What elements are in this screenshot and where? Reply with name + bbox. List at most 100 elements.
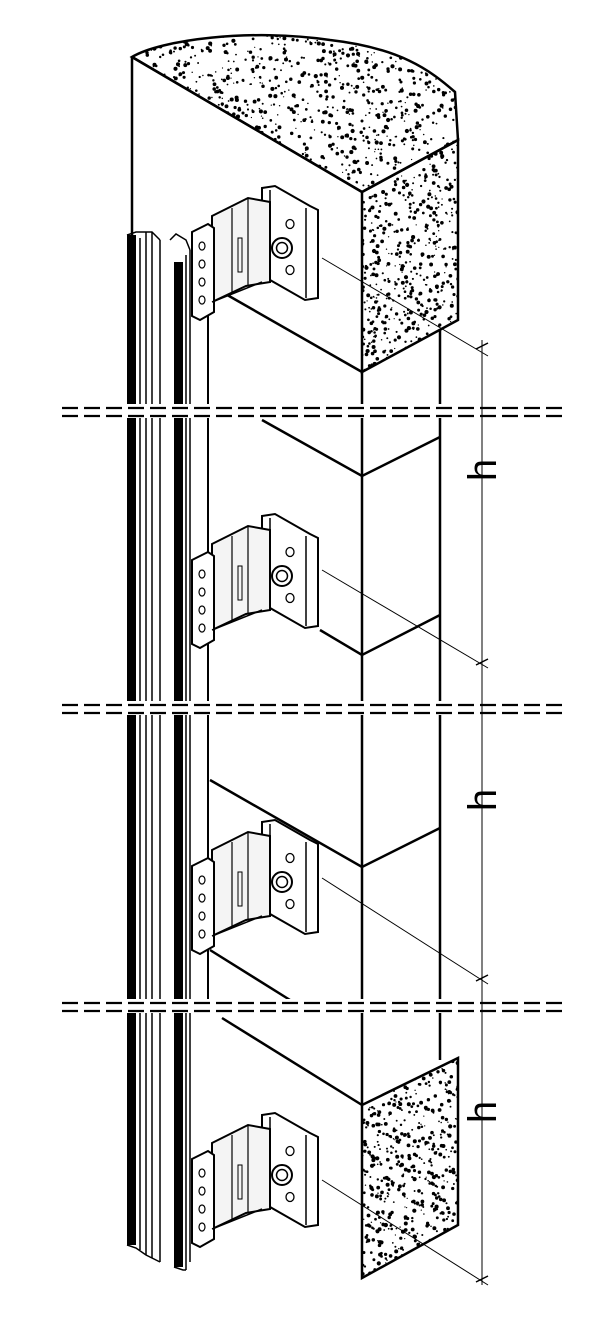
concrete-speck [194, 194, 195, 195]
concrete-speck [272, 167, 277, 172]
concrete-speck [428, 1182, 431, 1185]
concrete-speck [325, 95, 329, 99]
concrete-speck [377, 307, 382, 312]
concrete-speck [413, 320, 417, 324]
concrete-speck [408, 156, 412, 160]
concrete-speck [374, 1080, 380, 1085]
concrete-speck [366, 1206, 370, 1209]
concrete-speck [411, 1273, 414, 1277]
concrete-speck [450, 47, 454, 51]
concrete-speck [236, 122, 239, 124]
concrete-speck [452, 66, 455, 70]
concrete-speck [232, 112, 236, 116]
concrete-speck [448, 157, 452, 161]
concrete-speck [431, 164, 436, 169]
concrete-speck [234, 138, 238, 142]
concrete-speck [404, 101, 406, 104]
concrete-speck [142, 156, 144, 159]
concrete-speck [451, 189, 456, 192]
concrete-speck [435, 213, 438, 217]
concrete-speck [239, 171, 242, 174]
concrete-speck [290, 164, 293, 167]
wall-bracket [191, 818, 319, 956]
concrete-speck [413, 144, 415, 147]
concrete-speck [370, 1193, 374, 1197]
concrete-speck [433, 274, 437, 279]
concrete-speck [433, 254, 436, 256]
concrete-speck [399, 1097, 403, 1101]
concrete-speck [224, 173, 228, 177]
concrete-speck [251, 70, 255, 74]
concrete-speck [455, 362, 458, 367]
vertical-rails [126, 231, 209, 1271]
concrete-speck [450, 1100, 452, 1102]
concrete-speck [374, 334, 377, 338]
concrete-speck [283, 166, 287, 170]
concrete-speck [171, 155, 176, 160]
concrete-speck [421, 35, 425, 39]
concrete-speck [431, 1109, 435, 1113]
concrete-speck [362, 81, 365, 84]
concrete-speck [371, 161, 374, 165]
concrete-speck [374, 138, 376, 141]
concrete-speck [430, 1130, 434, 1135]
concrete-speck [198, 75, 201, 79]
concrete-speck [370, 1221, 373, 1224]
concrete-speck [195, 89, 198, 92]
concrete-speck [403, 296, 407, 300]
concrete-speck [428, 1148, 431, 1151]
concrete-speck [328, 185, 333, 190]
concrete-speck [433, 315, 437, 319]
concrete-speck [383, 278, 387, 282]
concrete-speck [370, 180, 375, 185]
concrete-speck [421, 1233, 424, 1237]
concrete-speck [446, 1181, 449, 1183]
concrete-speck [217, 191, 219, 192]
concrete-speck [445, 41, 449, 45]
concrete-speck [436, 1208, 439, 1211]
concrete-speck [374, 148, 377, 150]
concrete-speck [404, 128, 409, 134]
concrete-speck [181, 146, 185, 150]
concrete-speck [448, 1242, 452, 1246]
concrete-speck [422, 278, 426, 282]
concrete-speck [369, 1106, 371, 1109]
concrete-speck [370, 75, 374, 79]
concrete-speck [406, 53, 409, 57]
concrete-speck [389, 373, 392, 376]
concrete-speck [231, 38, 236, 43]
concrete-speck [443, 149, 448, 154]
concrete-speck [402, 287, 405, 290]
concrete-speck [386, 337, 389, 340]
concrete-speck [242, 144, 245, 146]
concrete-speck [146, 71, 148, 74]
concrete-speck [384, 1068, 387, 1071]
concrete-speck [445, 1090, 449, 1094]
concrete-speck [421, 199, 426, 204]
concrete-speck [210, 153, 215, 157]
concrete-speck [431, 1147, 435, 1151]
concrete-speck [201, 189, 204, 192]
concrete-speck [373, 189, 377, 192]
concrete-speck [404, 108, 409, 113]
concrete-speck [178, 191, 181, 192]
concrete-speck [397, 294, 401, 298]
concrete-speck [403, 313, 407, 317]
concrete-speck [323, 79, 328, 84]
concrete-speck [362, 285, 365, 289]
concrete-speck [369, 321, 374, 326]
concrete-speck [428, 1072, 433, 1077]
concrete-speck [441, 1174, 445, 1178]
concrete-speck [400, 111, 404, 115]
concrete-speck [412, 1139, 417, 1144]
concrete-speck [450, 1150, 453, 1153]
concrete-speck [406, 96, 409, 99]
concrete-speck [167, 183, 170, 186]
concrete-speck [390, 1151, 393, 1155]
concrete-speck [224, 118, 229, 123]
concrete-speck [420, 303, 423, 307]
concrete-speck [259, 82, 261, 84]
concrete-speck [367, 1124, 369, 1127]
concrete-speck [241, 155, 246, 160]
concrete-speck [187, 43, 190, 47]
